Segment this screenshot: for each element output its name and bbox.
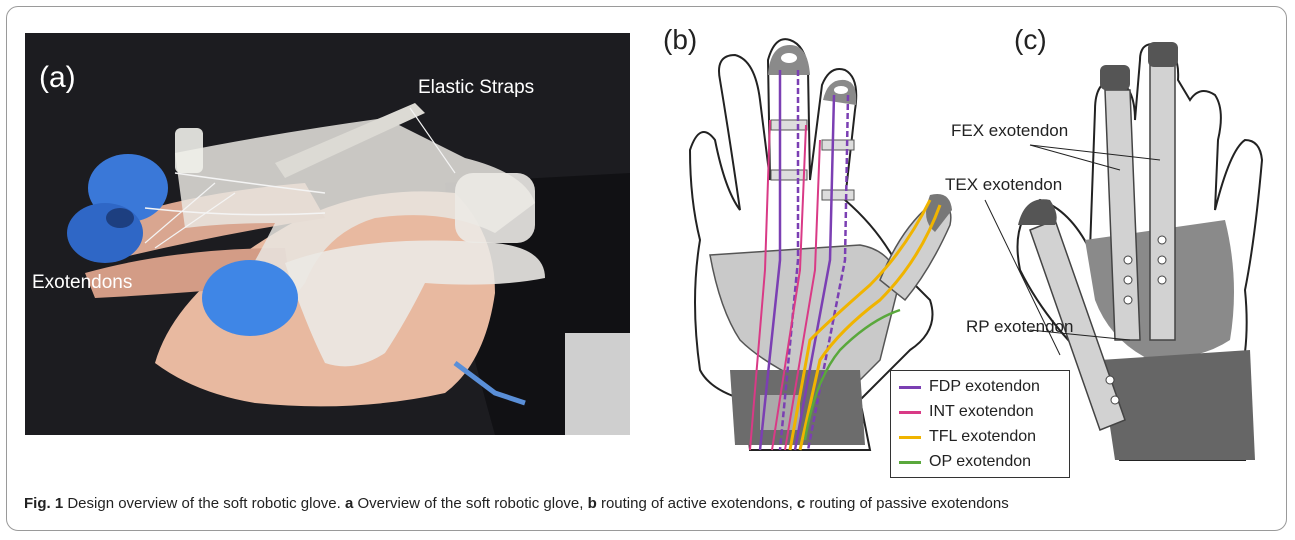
label-fex-exotendon: FEX exotendon <box>951 121 1068 141</box>
caption-text-2: Overview of the soft robotic glove, <box>353 495 587 512</box>
photo-panel-a: (a) Elastic Straps Exotendons <box>25 33 630 435</box>
legend-swatch-op <box>899 461 921 464</box>
panel-letter-b: (b) <box>663 24 697 56</box>
label-exotendons: Exotendons <box>32 272 132 294</box>
diagram-passive-exotendons <box>980 20 1280 465</box>
figure-caption: Fig. 1 Design overview of the soft robot… <box>24 494 1269 514</box>
label-rp-exotendon: RP exotendon <box>966 317 1073 337</box>
panel-letter-c: (c) <box>1014 24 1047 56</box>
caption-text-4: routing of passive exotendons <box>805 495 1008 512</box>
label-tex-exotendon: TEX exotendon <box>945 175 1062 195</box>
legend-swatch-int <box>899 411 921 414</box>
panel-letter-a: (a) <box>39 61 76 95</box>
glove-photo <box>25 33 630 435</box>
caption-fig-label: Fig. 1 <box>24 495 63 512</box>
label-elastic-straps: Elastic Straps <box>418 77 534 99</box>
caption-ref-c: c <box>797 495 805 512</box>
caption-text-1: Design overview of the soft robotic glov… <box>63 495 345 512</box>
legend-swatch-fdp <box>899 386 921 389</box>
caption-text-3: routing of active exotendons, <box>597 495 797 512</box>
caption-ref-b: b <box>588 495 597 512</box>
legend-swatch-tfl <box>899 436 921 439</box>
